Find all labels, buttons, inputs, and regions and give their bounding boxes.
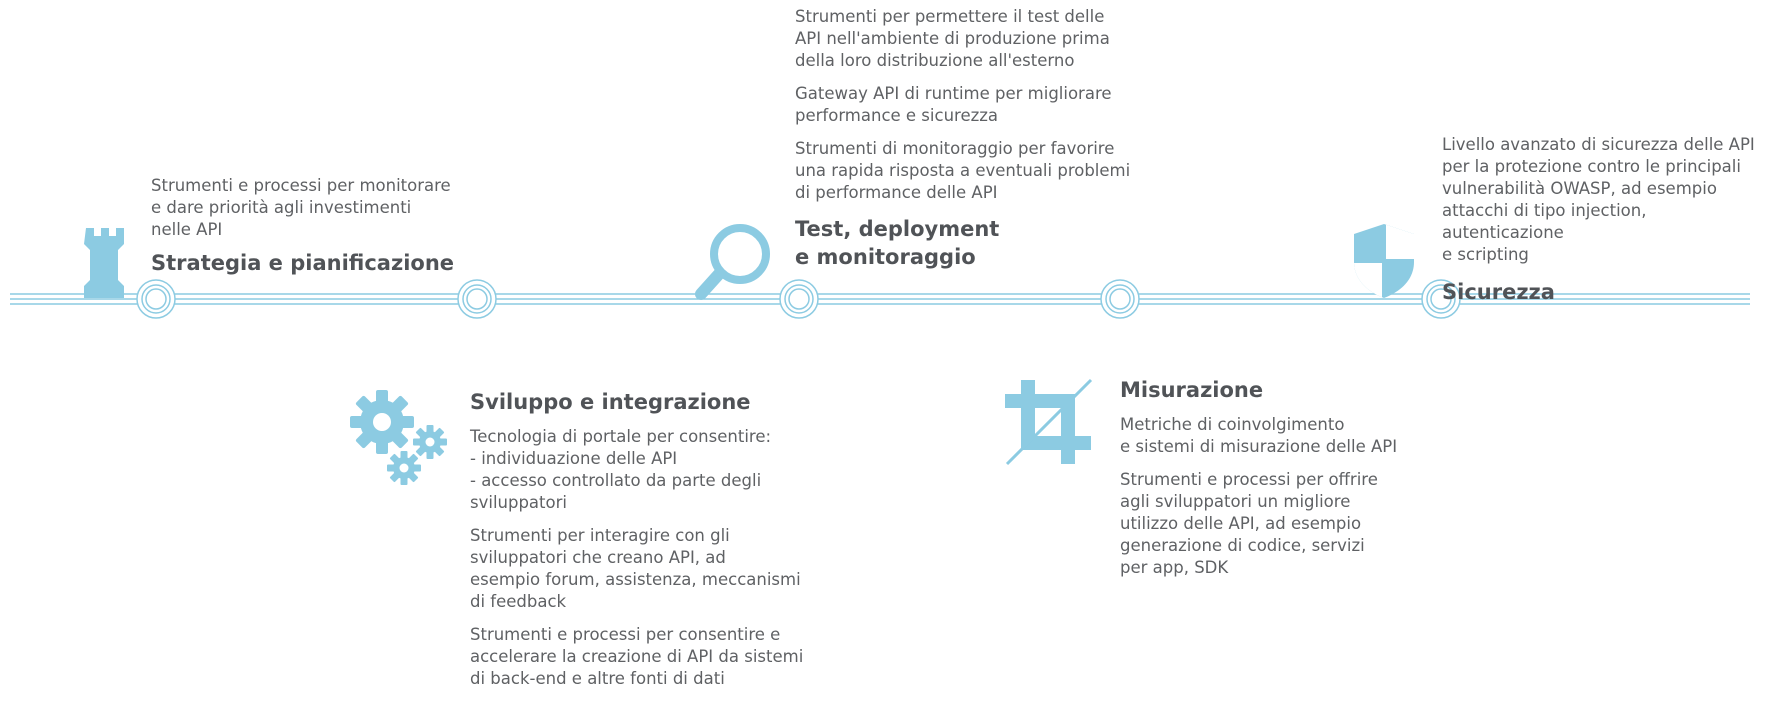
stage-sicurezza: Livello avanzato di sicurezza delle API …	[1442, 134, 1771, 306]
stage-misurazione-desc-2: Strumenti e processi per offrire agli sv…	[1120, 470, 1378, 577]
shield-icon	[1352, 222, 1416, 300]
stage-misurazione-desc-1: Metriche di coinvolgimento e sistemi di …	[1120, 415, 1398, 456]
timeline-node-sviluppo	[457, 279, 497, 319]
stage-test-desc-1: Strumenti per permettere il test delle A…	[795, 7, 1110, 70]
stage-misurazione-title: Misurazione	[1120, 378, 1264, 402]
stage-sviluppo-desc-2: Strumenti per interagire con gli svilupp…	[470, 526, 801, 611]
stage-sviluppo-title: Sviluppo e integrazione	[470, 390, 751, 414]
stage-strategia: Strumenti e processi per monitorare e da…	[151, 175, 511, 277]
stage-strategia-title: Strategia e pianificazione	[151, 251, 455, 275]
magnifier-icon	[693, 222, 773, 304]
castle-tower-icon	[84, 228, 126, 298]
timeline-node-test	[779, 279, 819, 319]
stage-test: Strumenti per permettere il test delle A…	[795, 6, 1175, 271]
timeline-node-strategia	[136, 279, 176, 319]
stage-test-desc-2: Gateway API di runtime per migliorare pe…	[795, 84, 1112, 125]
timeline-node-misurazione	[1100, 279, 1140, 319]
crop-icon	[1003, 376, 1095, 468]
stage-sviluppo-desc-1: Tecnologia di portale per consentire: - …	[470, 427, 772, 512]
stage-test-title: Test, deployment e monitoraggio	[795, 217, 1000, 269]
gears-icon	[350, 388, 450, 486]
stage-misurazione: Misurazione Metriche di coinvolgimento e…	[1120, 376, 1450, 590]
stage-sicurezza-title: Sicurezza	[1442, 280, 1555, 304]
stage-sviluppo-desc-3: Strumenti e processi per consentire e ac…	[470, 625, 804, 688]
timeline-node-sicurezza	[1421, 279, 1461, 319]
stage-sicurezza-desc: Livello avanzato di sicurezza delle API …	[1442, 135, 1755, 264]
stage-test-desc-3: Strumenti di monitoraggio per favorire u…	[795, 139, 1131, 202]
stage-sviluppo: Sviluppo e integrazione Tecnologia di po…	[470, 388, 850, 701]
stage-strategia-desc: Strumenti e processi per monitorare e da…	[151, 176, 451, 239]
